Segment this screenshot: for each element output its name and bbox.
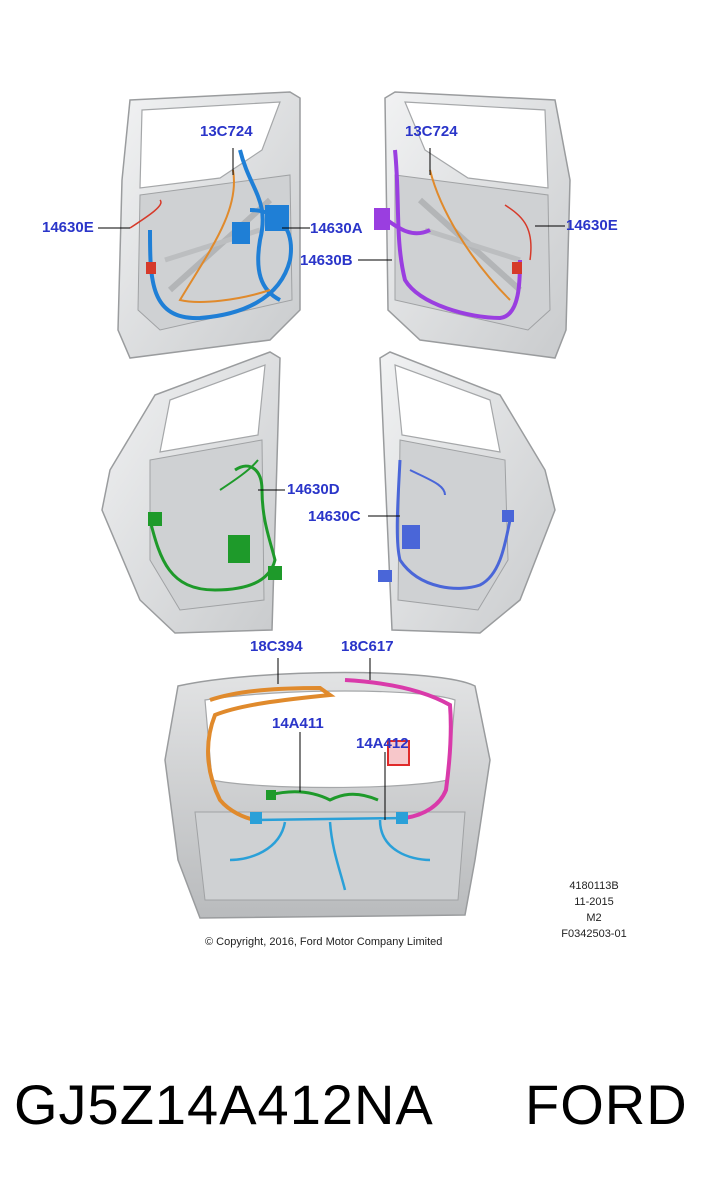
callout-14630a: 14630A [310,220,363,237]
callout-18c394: 18C394 [250,638,303,655]
copyright-text: © Copyright, 2016, Ford Motor Company Li… [205,936,443,948]
meta-date: 11-2015 [574,896,614,908]
part-number: GJ5Z14A412NA [14,1073,434,1136]
callout-14630c: 14630C [308,508,361,525]
callout-13c724-right: 13C724 [405,123,458,140]
rear-right-door [368,351,556,634]
rear-left-door [101,351,285,634]
meta-figure: F0342503-01 [561,928,627,940]
meta-rev: M2 [586,912,602,924]
callout-13c724-left: 13C724 [200,123,253,140]
meta-code: 4180113B [569,880,619,892]
callout-14a412: 14A412 [356,735,409,752]
front-left-door [98,91,310,359]
brand-name: FORD [525,1073,688,1136]
callout-14630e-left: 14630E [42,219,94,236]
callout-14630b: 14630B [300,252,353,269]
liftgate [164,658,491,919]
callout-14a411: 14A411 [272,715,324,732]
callout-14630d: 14630D [287,481,340,498]
callout-14630e-right: 14630E [566,217,618,234]
front-right-door [358,91,571,359]
wiring-diagram [98,91,571,919]
callout-18c617: 18C617 [341,638,394,655]
